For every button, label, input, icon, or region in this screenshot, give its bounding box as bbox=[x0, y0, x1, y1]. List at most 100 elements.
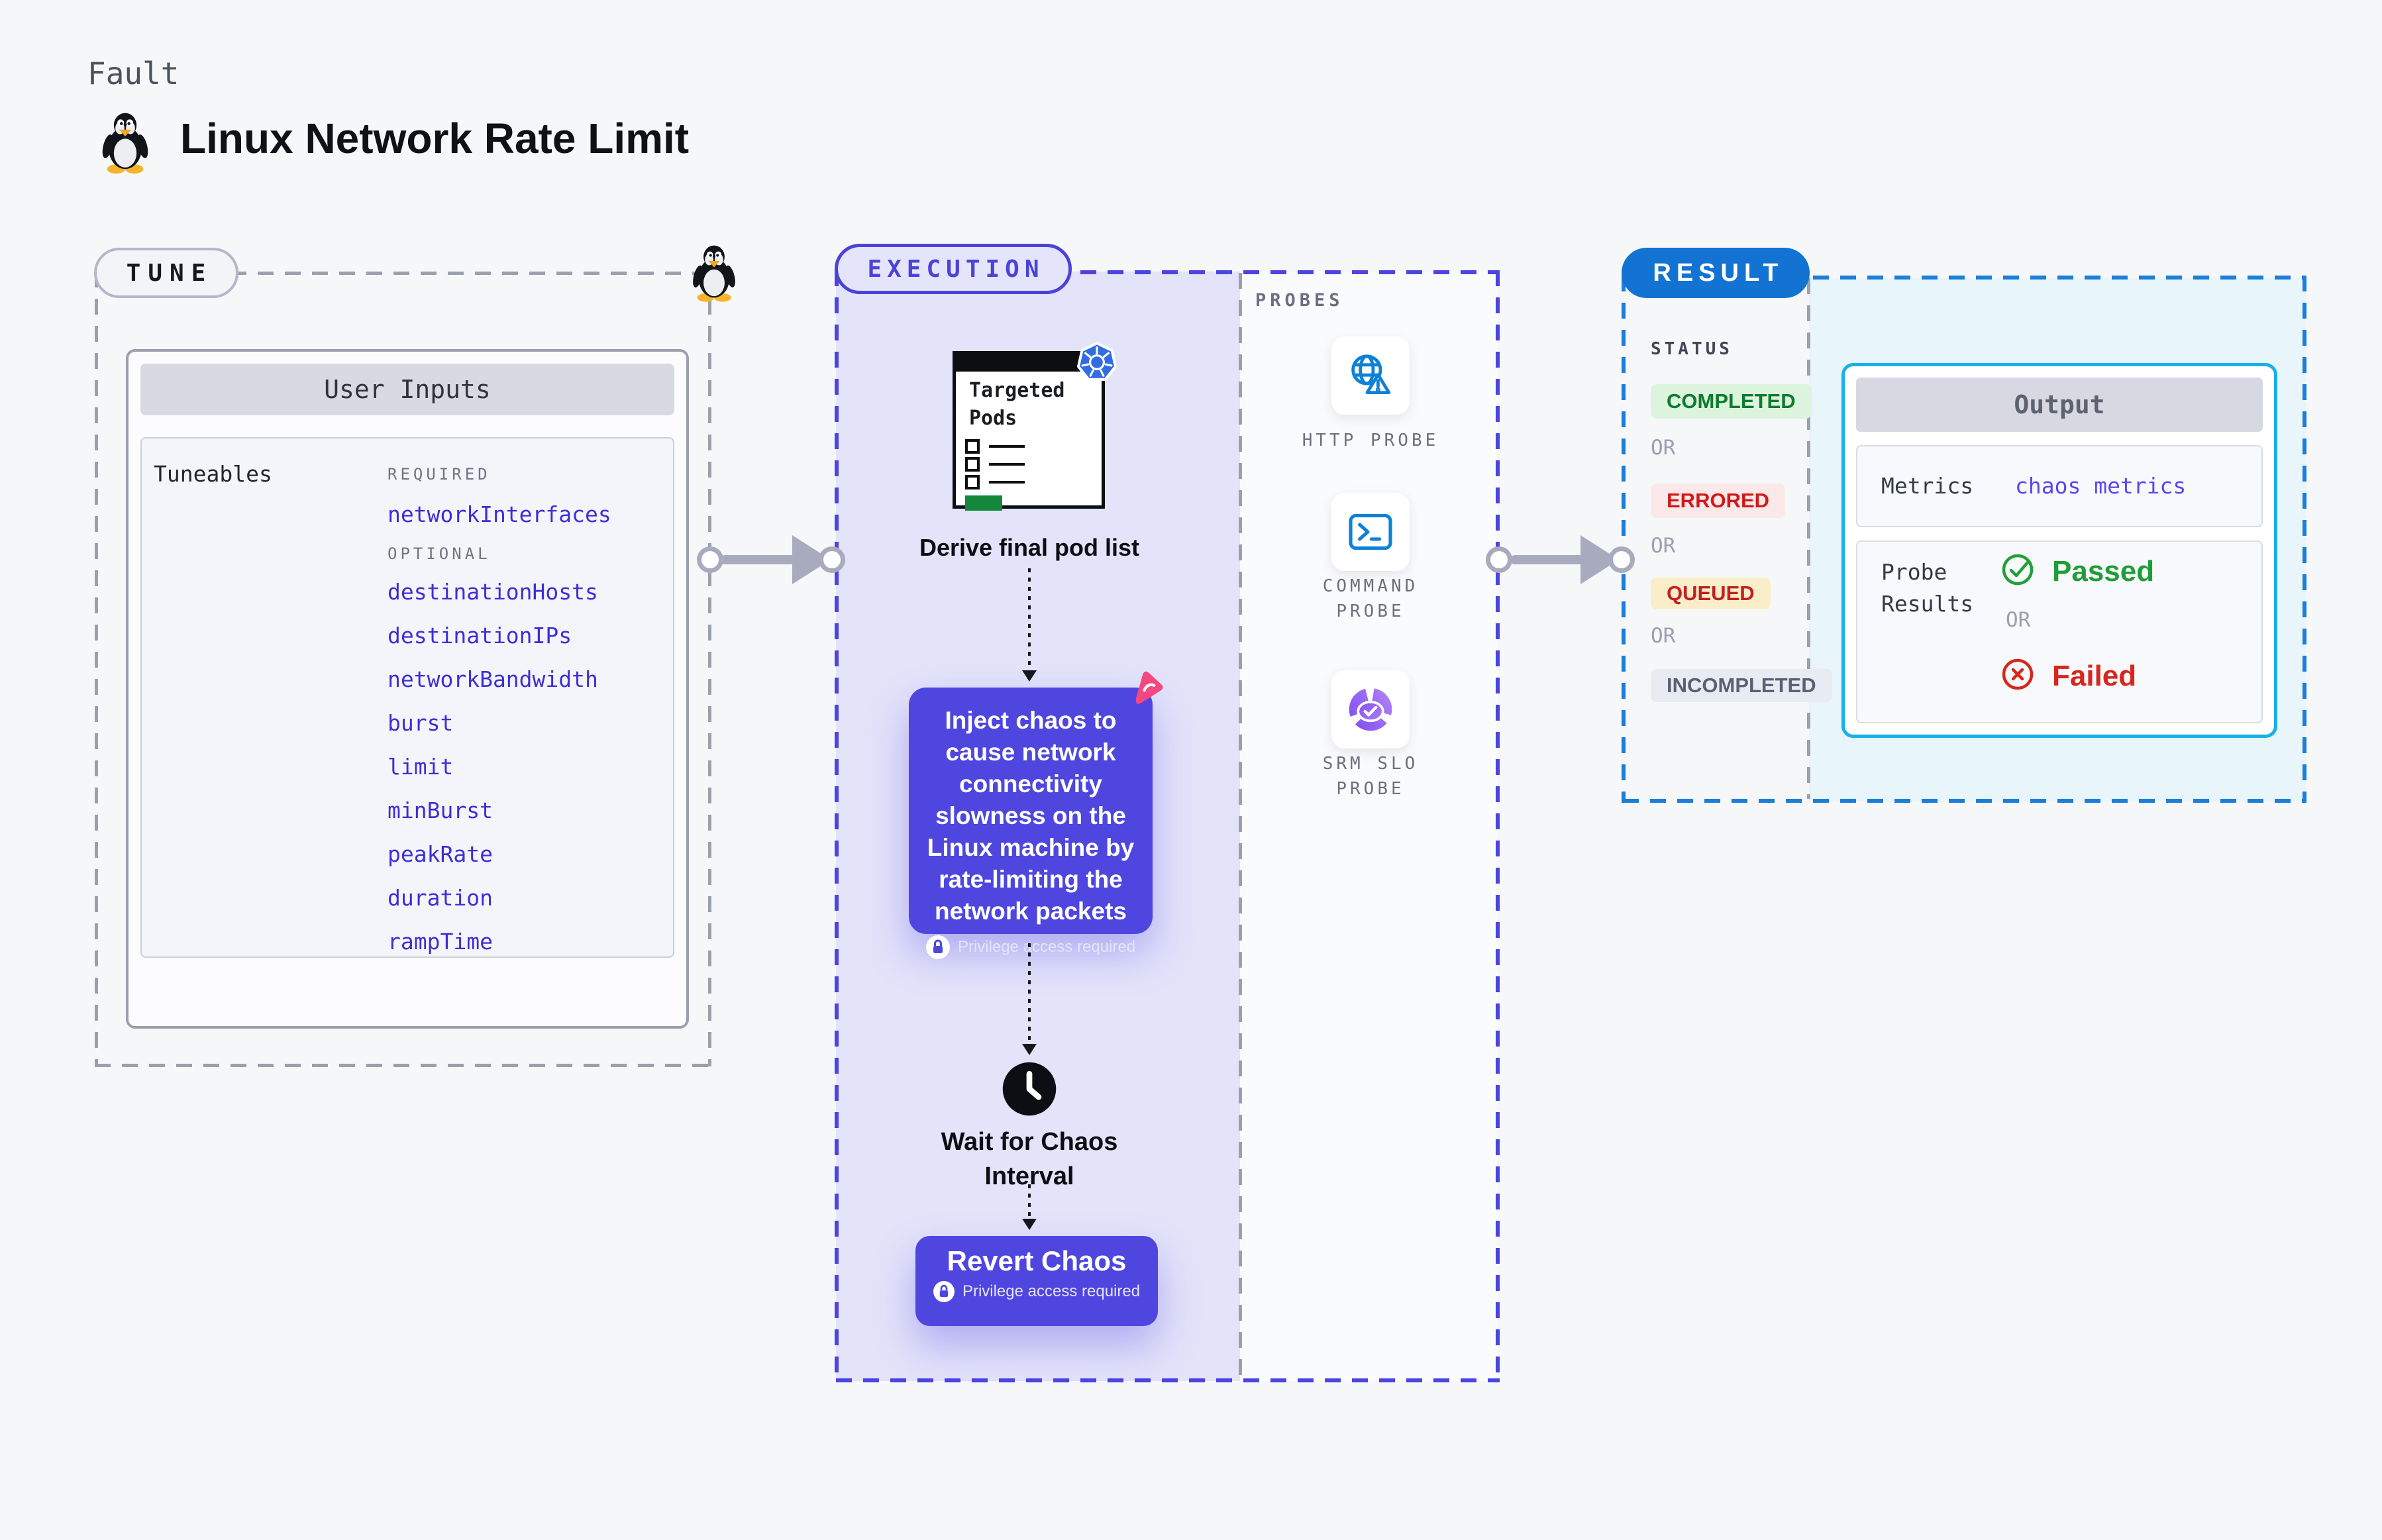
green-progress-bar bbox=[965, 495, 1002, 511]
tuneable-item[interactable]: minBurst bbox=[388, 797, 493, 823]
flow-dotted-line bbox=[1028, 1184, 1031, 1217]
tuneable-item[interactable]: burst bbox=[388, 710, 454, 736]
status-label: STATUS bbox=[1651, 339, 1733, 359]
result-divider bbox=[1807, 278, 1810, 799]
flow-arrow-probes-result bbox=[1510, 555, 1584, 564]
tuneable-item[interactable]: networkInterfaces bbox=[388, 501, 611, 527]
status-badge-completed: COMPLETED bbox=[1651, 384, 1812, 419]
srm-slo-probe-tile bbox=[1331, 670, 1410, 748]
result-border-right bbox=[2303, 276, 2306, 803]
connector-node bbox=[1486, 546, 1512, 573]
connector-node bbox=[697, 546, 723, 573]
execution-border-bottom bbox=[836, 1378, 1500, 1382]
command-probe-tile bbox=[1331, 493, 1410, 571]
checkbox-icon bbox=[965, 457, 980, 472]
or-label: OR bbox=[2006, 608, 2031, 632]
x-circle-icon bbox=[2000, 657, 2035, 695]
command-probe-label: COMMAND PROBE bbox=[1322, 576, 1419, 621]
tux-penguin-small-icon bbox=[692, 241, 737, 307]
pod-checklist bbox=[965, 439, 1102, 489]
srm-slo-probe-label: SRM SLO PROBE bbox=[1322, 754, 1419, 799]
tuneables-label: Tuneables bbox=[154, 461, 272, 487]
tune-border-right bbox=[708, 272, 711, 1066]
status-badge-queued: QUEUED bbox=[1651, 578, 1771, 609]
failed-label: Failed bbox=[2052, 660, 2137, 692]
status-badge-errored: ERRORED bbox=[1651, 484, 1786, 518]
list-line bbox=[989, 463, 1025, 466]
execution-border-left bbox=[835, 270, 839, 1382]
tuneable-item[interactable]: destinationHosts bbox=[388, 579, 598, 605]
probes-section-label: PROBES bbox=[1255, 290, 1344, 311]
page-title: Linux Network Rate Limit bbox=[180, 115, 690, 162]
fault-kicker: Fault bbox=[87, 56, 180, 91]
metrics-row bbox=[1856, 445, 2263, 527]
or-label: OR bbox=[1651, 534, 1676, 558]
tux-penguin-icon bbox=[97, 110, 154, 177]
tuneable-item[interactable]: destinationIPs bbox=[388, 623, 572, 648]
clock-icon bbox=[1002, 1061, 1057, 1120]
targeted-pods-title: Targeted Pods bbox=[969, 379, 1065, 430]
status-badge-incompleted: INCOMPLETED bbox=[1651, 669, 1832, 702]
privilege-note: Privilege access required bbox=[915, 1281, 1158, 1302]
probes-divider bbox=[1239, 273, 1242, 1378]
result-border-bottom bbox=[1623, 799, 2306, 803]
required-label: REQUIRED bbox=[388, 465, 491, 484]
checkbox-icon bbox=[965, 475, 980, 489]
tuneable-item[interactable]: duration bbox=[388, 885, 493, 911]
tuneable-item[interactable]: rampTime bbox=[388, 929, 493, 954]
revert-chaos-box: Revert Chaos Privilege access required bbox=[915, 1236, 1158, 1326]
lock-icon bbox=[933, 1281, 955, 1302]
user-inputs-header: User Inputs bbox=[140, 364, 674, 415]
chaos-logo-icon bbox=[1125, 665, 1167, 711]
optional-label: OPTIONAL bbox=[388, 544, 491, 563]
inject-chaos-box: Inject chaos to cause network connectivi… bbox=[909, 688, 1153, 959]
execution-pill: EXECUTION bbox=[835, 244, 1072, 294]
doc-header-bar bbox=[956, 354, 1102, 372]
metrics-label: Metrics bbox=[1881, 473, 1974, 499]
tune-pill: TUNE bbox=[94, 248, 238, 298]
tuneable-item[interactable]: peakRate bbox=[388, 841, 493, 867]
connector-node bbox=[819, 546, 845, 573]
revert-chaos-label: Revert Chaos bbox=[947, 1245, 1127, 1276]
privilege-note: Privilege access required bbox=[909, 935, 1153, 959]
lock-icon bbox=[925, 935, 950, 959]
list-line bbox=[989, 481, 1025, 484]
flow-dotted-line bbox=[1028, 943, 1031, 1043]
tuneables-panel bbox=[140, 437, 674, 958]
privilege-label: Privilege access required bbox=[957, 938, 1136, 956]
probe-results-label: Probe Results bbox=[1881, 559, 1974, 617]
check-circle-icon bbox=[2000, 552, 2035, 590]
result-border-left bbox=[1622, 276, 1626, 803]
tune-border-left bbox=[95, 272, 98, 1066]
execution-border-top bbox=[836, 270, 1500, 274]
targeted-pods-doc: Targeted Pods bbox=[953, 351, 1105, 511]
result-pill: RESULT bbox=[1622, 248, 1810, 298]
checkbox-icon bbox=[965, 439, 980, 454]
or-label: OR bbox=[1651, 624, 1676, 648]
flow-dotted-line bbox=[1028, 568, 1031, 669]
tune-border-bottom bbox=[95, 1064, 713, 1067]
metrics-value[interactable]: chaos metrics bbox=[2015, 473, 2187, 499]
result-border-top bbox=[1623, 276, 2306, 280]
http-probe-tile bbox=[1331, 336, 1410, 415]
derive-pod-list-label: Derive final pod list bbox=[919, 534, 1140, 561]
wait-chaos-label: Wait for Chaos Interval bbox=[941, 1128, 1118, 1190]
flow-arrow-tune-execution bbox=[721, 555, 798, 564]
privilege-label: Privilege access required bbox=[962, 1282, 1141, 1300]
passed-label: Passed bbox=[2052, 555, 2155, 588]
probe-results-row bbox=[1856, 540, 2263, 723]
slo-donut-icon bbox=[1347, 686, 1394, 733]
dotted-arrowhead bbox=[1022, 1219, 1037, 1230]
execution-border-right bbox=[1496, 270, 1500, 1382]
tuneable-item[interactable]: limit bbox=[388, 754, 454, 780]
or-label: OR bbox=[1651, 436, 1676, 460]
terminal-icon bbox=[1347, 512, 1394, 552]
tuneable-item[interactable]: networkBandwidth bbox=[388, 666, 598, 692]
dotted-arrowhead bbox=[1022, 670, 1037, 682]
probes-area bbox=[1240, 272, 1498, 1381]
tune-border-top bbox=[95, 272, 710, 275]
kubernetes-icon bbox=[1076, 340, 1118, 387]
dotted-arrowhead bbox=[1022, 1044, 1037, 1055]
http-probe-label: HTTP PROBE bbox=[1302, 431, 1439, 450]
